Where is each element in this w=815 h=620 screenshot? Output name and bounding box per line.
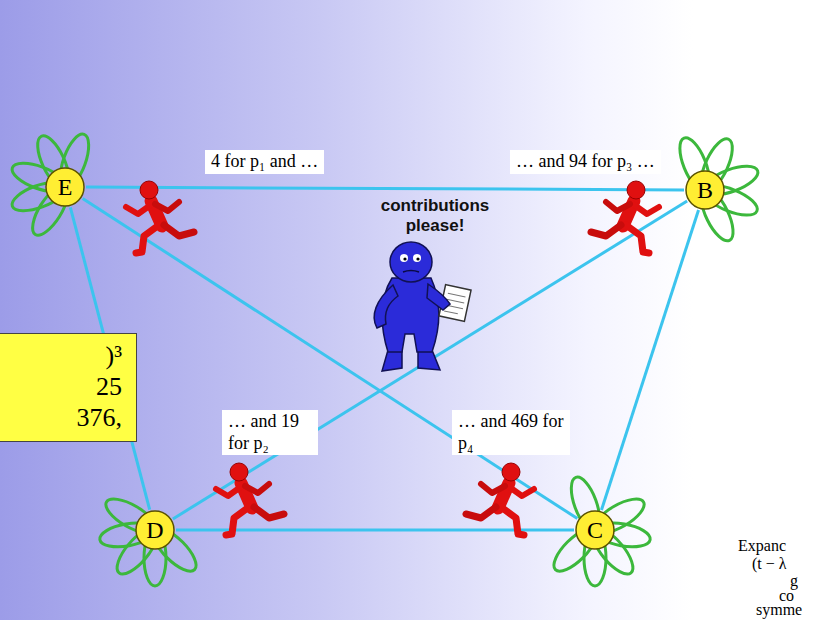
circle-shape bbox=[686, 171, 724, 209]
clipboard-line bbox=[444, 311, 458, 314]
formula-text: )³ bbox=[106, 340, 122, 371]
loop-cluster bbox=[9, 131, 95, 241]
circle-shape bbox=[576, 511, 614, 549]
collector-figure bbox=[374, 242, 471, 371]
vertex-circle: C bbox=[575, 510, 615, 550]
graph-edge bbox=[173, 201, 687, 519]
formula-text: 25 bbox=[96, 371, 122, 402]
runner-figure bbox=[591, 181, 659, 253]
foot bbox=[382, 350, 402, 371]
vertex-letter: D bbox=[146, 518, 163, 542]
arm bbox=[374, 285, 398, 328]
vertex-circle: D bbox=[135, 510, 175, 550]
runner-figure bbox=[126, 181, 194, 253]
vertex-letter: C bbox=[587, 518, 603, 542]
vertex-circle: B bbox=[685, 170, 725, 210]
circle-shape bbox=[136, 511, 174, 549]
text-fragment: Expanc bbox=[738, 538, 786, 554]
graph-edge bbox=[86, 187, 684, 190]
runner-caption: 4 for p₁ and … bbox=[205, 150, 324, 174]
clipboard-line bbox=[448, 293, 466, 297]
runner-figure bbox=[216, 463, 284, 535]
runner-caption: … and 19 for p₂ bbox=[222, 410, 318, 455]
text-fragment: symme bbox=[756, 602, 802, 618]
runner-caption: … and 469 for p₄ bbox=[452, 410, 570, 455]
formula-box: )³25376, bbox=[0, 333, 137, 442]
speech-text: contributions please! bbox=[365, 196, 505, 237]
loop-group bbox=[9, 131, 762, 586]
circle-shape bbox=[46, 168, 84, 206]
pupil bbox=[403, 257, 406, 260]
eye bbox=[413, 254, 421, 262]
pupil bbox=[416, 257, 419, 260]
runner-figure bbox=[466, 463, 534, 535]
vertex-letter: B bbox=[697, 178, 713, 202]
eye bbox=[400, 254, 408, 262]
foot bbox=[418, 350, 440, 370]
text-fragment: g bbox=[790, 573, 798, 589]
vertex-letter: E bbox=[58, 175, 73, 199]
text-fragment: (t − λ bbox=[752, 556, 787, 572]
vertex-circle: E bbox=[45, 167, 85, 207]
runner-caption: … and 94 for p₃ … bbox=[510, 150, 661, 174]
loop-cluster bbox=[674, 134, 762, 245]
formula-text: 376, bbox=[77, 402, 123, 433]
mouth bbox=[403, 271, 419, 273]
arm bbox=[427, 284, 450, 310]
head bbox=[390, 242, 432, 282]
